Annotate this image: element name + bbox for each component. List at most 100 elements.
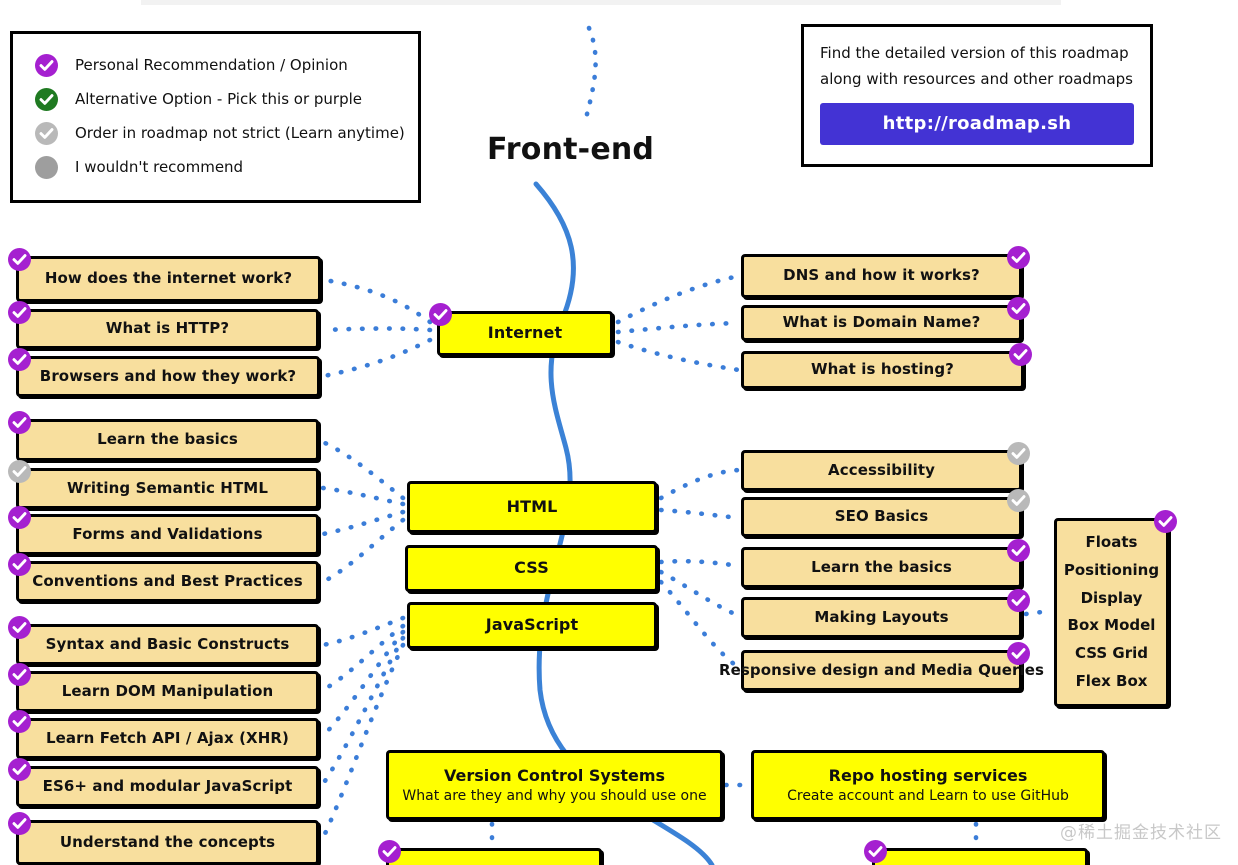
legend-item-label: Personal Recommendation / Opinion xyxy=(75,56,348,74)
node-label: Accessibility xyxy=(828,460,935,479)
node-label: Understand the concepts xyxy=(59,832,276,851)
internet-left-node[interactable]: What is HTTP? xyxy=(8,301,319,349)
css-right-node[interactable]: Making Layouts xyxy=(741,589,1030,638)
check-circle-icon xyxy=(8,616,31,639)
check-circle-icon xyxy=(1007,442,1030,465)
top-strip-artifact xyxy=(141,0,1061,5)
check-circle-icon xyxy=(35,121,58,145)
node-label: Learn the basics xyxy=(97,430,238,449)
list-item: Display xyxy=(1080,588,1143,607)
node-label: What is HTTP? xyxy=(105,319,230,338)
html-right-node[interactable]: Accessibility xyxy=(741,442,1030,491)
list-item: Box Model xyxy=(1067,616,1156,635)
info-line-2: along with resources and other roadmaps xyxy=(820,70,1133,89)
javascript-left-node[interactable]: Learn DOM Manipulation xyxy=(8,663,319,712)
node-label: Conventions and Best Practices xyxy=(32,571,303,590)
node-label: Writing Semantic HTML xyxy=(67,478,268,497)
top-dotted-trail xyxy=(583,25,598,121)
node-subtitle: What are they and why you should use one xyxy=(402,787,707,804)
node-subtitle: Create account and Learn to use GitHub xyxy=(787,787,1069,804)
html-left-node[interactable]: Writing Semantic HTML xyxy=(8,460,319,509)
internet-left-node[interactable]: How does the internet work? xyxy=(8,248,321,302)
check-circle-icon xyxy=(1154,510,1177,533)
check-circle-icon xyxy=(864,840,887,863)
node-label: HTML xyxy=(506,496,558,516)
bottom-cut-node[interactable] xyxy=(864,840,1088,865)
check-circle-icon xyxy=(8,710,31,733)
page-title: Front-end xyxy=(487,132,655,167)
node-label: How does the internet work? xyxy=(44,269,293,288)
html-left-node[interactable]: Learn the basics xyxy=(8,411,319,461)
internet-right-node[interactable]: What is Domain Name? xyxy=(741,297,1030,341)
javascript-left-node[interactable]: Syntax and Basic Constructs xyxy=(8,616,319,665)
check-circle-icon xyxy=(35,87,58,111)
check-circle-icon xyxy=(1007,246,1030,269)
css-right-node[interactable]: Learn the basics xyxy=(741,539,1030,588)
javascript-left-node[interactable]: Learn Fetch API / Ajax (XHR) xyxy=(8,710,319,759)
list-item: CSS Grid xyxy=(1074,644,1149,662)
check-circle-icon xyxy=(8,506,31,529)
javascript-left-node[interactable]: Understand the concepts xyxy=(8,812,319,865)
check-circle-icon xyxy=(8,460,31,483)
spine-node-html[interactable]: HTML xyxy=(407,481,657,533)
internet-right-node[interactable]: DNS and how it works? xyxy=(741,246,1030,298)
node-label: What is Domain Name? xyxy=(782,313,981,332)
node-label: Making Layouts xyxy=(814,607,949,626)
javascript-left-node[interactable]: ES6+ and modular JavaScript xyxy=(8,758,319,807)
html-right-node[interactable]: SEO Basics xyxy=(741,489,1030,537)
node-label: Responsive design and Media Queries xyxy=(718,660,1045,679)
node-label: DNS and how it works? xyxy=(783,266,980,285)
list-item: Positioning xyxy=(1063,560,1160,579)
spine-node-javascript[interactable]: JavaScript xyxy=(407,602,657,649)
check-circle-icon xyxy=(8,812,31,835)
node-label: SEO Basics xyxy=(834,507,929,526)
css-right-node[interactable]: Responsive design and Media Queries xyxy=(719,642,1044,691)
legend-item: I wouldn't recommend xyxy=(35,150,418,184)
check-circle-icon xyxy=(429,303,452,326)
node-label: Forms and Validations xyxy=(72,524,263,543)
filled-circle-icon xyxy=(35,155,58,179)
spine-node-internet[interactable]: Internet xyxy=(429,303,613,356)
check-circle-icon xyxy=(1007,642,1030,665)
node-label: Internet xyxy=(487,323,563,343)
legend-item-label: Alternative Option - Pick this or purple xyxy=(75,90,363,108)
node-label: Syntax and Basic Constructs xyxy=(45,634,290,653)
check-circle-icon xyxy=(1007,539,1030,562)
legend-item-label: Order in roadmap not strict (Learn anyti… xyxy=(75,124,405,142)
list-item: Flex Box xyxy=(1075,671,1148,690)
node-label: JavaScript xyxy=(485,615,579,635)
node-label: What is hosting? xyxy=(811,360,954,379)
node-label: CSS xyxy=(514,558,549,578)
check-circle-icon xyxy=(1009,343,1032,366)
info-panel: Find the detailed version of this roadma… xyxy=(801,24,1153,167)
node-label: Learn Fetch API / Ajax (XHR) xyxy=(46,728,289,747)
check-circle-icon xyxy=(8,348,31,371)
check-circle-icon xyxy=(1007,589,1030,612)
check-circle-icon xyxy=(8,758,31,781)
node-label: Learn DOM Manipulation xyxy=(61,681,274,700)
check-circle-icon xyxy=(8,301,31,324)
list-item: Floats xyxy=(1085,533,1138,551)
internet-left-node[interactable]: Browsers and how they work? xyxy=(8,348,320,397)
legend-item: Personal Recommendation / Opinion xyxy=(35,48,418,82)
legend-panel: Personal Recommendation / Opinion Altern… xyxy=(10,31,421,203)
check-circle-icon xyxy=(8,553,31,576)
html-left-node[interactable]: Forms and Validations xyxy=(8,506,319,555)
bottom-cut-node[interactable] xyxy=(378,840,602,865)
internet-right-node[interactable]: What is hosting? xyxy=(741,343,1032,389)
legend-item: Alternative Option - Pick this or purple xyxy=(35,82,418,116)
node-title: Version Control Systems xyxy=(443,765,666,785)
spine-node-css[interactable]: CSS xyxy=(405,545,658,592)
node-label: ES6+ and modular JavaScript xyxy=(42,776,293,795)
roadmap-link-button[interactable]: http://roadmap.sh xyxy=(820,102,1134,145)
legend-item-label: I wouldn't recommend xyxy=(75,158,244,176)
check-circle-icon xyxy=(378,840,401,863)
node-title: Repo hosting services xyxy=(828,765,1028,785)
check-circle-icon xyxy=(8,663,31,686)
check-circle-icon xyxy=(35,53,58,77)
html-left-node[interactable]: Conventions and Best Practices xyxy=(8,553,319,602)
